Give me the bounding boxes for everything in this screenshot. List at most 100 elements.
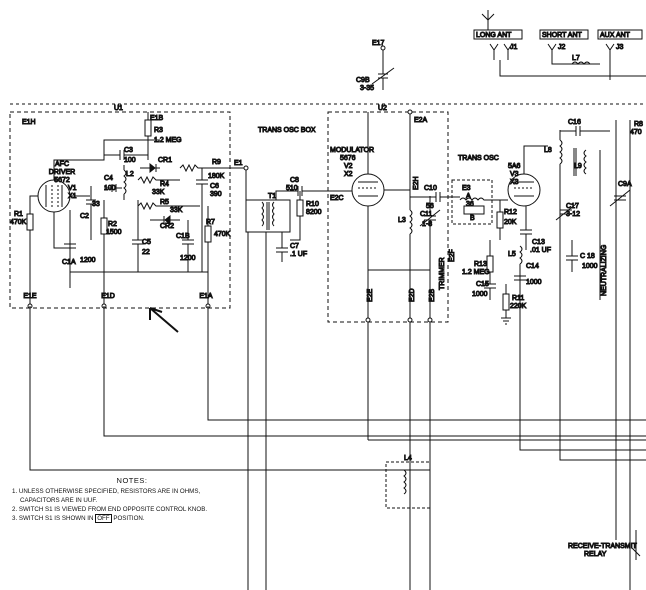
label-c16: C16 bbox=[568, 119, 581, 126]
label-c18-val: 1000 bbox=[582, 263, 598, 270]
label-r5: R5 bbox=[160, 199, 169, 206]
label-e1b: E1B bbox=[150, 115, 164, 122]
label-c7: C7 bbox=[290, 243, 299, 250]
label-cr2: CR2 bbox=[160, 223, 174, 230]
label-j1: J1 bbox=[510, 44, 518, 51]
label-r9-val: 180K bbox=[208, 173, 225, 180]
label-driver: DRIVER bbox=[49, 169, 75, 176]
cr1-diode bbox=[140, 162, 160, 174]
label-e2f: E2F bbox=[449, 249, 456, 262]
r10-resistor bbox=[296, 199, 304, 217]
label-u1: U1 bbox=[114, 105, 123, 112]
label-c14: C14 bbox=[526, 263, 539, 270]
label-e2e: E2E bbox=[367, 288, 374, 302]
label-c7-val: .1 UF bbox=[290, 251, 307, 258]
label-l8: L8 bbox=[544, 147, 552, 154]
label-r13: R13 bbox=[474, 261, 487, 268]
e3-coil bbox=[459, 197, 500, 201]
label-l3: L3 bbox=[398, 217, 406, 224]
label-r8-val: 470 bbox=[630, 129, 642, 136]
u1-module-box bbox=[9, 111, 231, 309]
label-c3-val: 100 bbox=[124, 157, 136, 164]
label-c18: C 18 bbox=[580, 253, 595, 260]
label-r12: R12 bbox=[504, 209, 517, 216]
label-short-ant: SHORT ANT bbox=[542, 32, 583, 39]
label-e17: E17 bbox=[372, 40, 385, 47]
l8-coil bbox=[559, 139, 563, 165]
label-c9b: C9B bbox=[356, 77, 370, 84]
label-e3: E3 bbox=[462, 185, 471, 192]
label-cr1: CR1 bbox=[158, 157, 172, 164]
label-afc: AFC bbox=[55, 161, 69, 168]
label-c1b: C1B bbox=[176, 233, 190, 240]
label-v3-type: 5A6 bbox=[508, 163, 521, 170]
label-r11-val: 220K bbox=[510, 303, 527, 310]
label-e2c: E2C bbox=[330, 195, 344, 202]
label-c11: C11 bbox=[420, 211, 432, 218]
label-e3-a: A bbox=[466, 193, 471, 200]
l3-coil bbox=[409, 209, 413, 235]
label-l5: L5 bbox=[508, 251, 516, 258]
label-v3-x: X3 bbox=[510, 179, 519, 186]
label-c13: C13 bbox=[532, 239, 545, 246]
u2-module-box bbox=[327, 111, 449, 323]
l4-dashed-box bbox=[385, 461, 431, 509]
label-l9: L9 bbox=[574, 163, 582, 170]
label-e3-val: 36 bbox=[466, 201, 474, 208]
label-c1a: C1A bbox=[62, 259, 76, 266]
label-v3: V3 bbox=[510, 171, 519, 178]
long-ant-box bbox=[473, 29, 523, 40]
e3-dashed-box bbox=[451, 179, 493, 225]
label-c10-val: 56 bbox=[426, 203, 434, 210]
label-c1b-val: 1200 bbox=[180, 255, 196, 262]
aux-ant-box bbox=[597, 29, 643, 40]
label-e2h: E2H bbox=[413, 176, 420, 190]
label-c5-val: 22 bbox=[142, 249, 150, 256]
label-l7: L7 bbox=[572, 55, 580, 62]
label-c15-val: 1000 bbox=[472, 291, 488, 298]
label-c2-val: 33 bbox=[92, 201, 100, 208]
label-c3: C3 bbox=[124, 147, 133, 154]
label-r1: R1 bbox=[14, 211, 23, 218]
label-c11-val: 1-8 bbox=[422, 221, 432, 228]
label-r5-val: 33K bbox=[170, 207, 183, 214]
label-c9a: C9A bbox=[618, 181, 632, 188]
label-e3-b: B bbox=[470, 215, 475, 222]
label-r10-val: 8200 bbox=[306, 209, 322, 216]
label-c13-val: .01 UF bbox=[530, 247, 551, 254]
r1-resistor bbox=[26, 213, 34, 231]
label-c6: C6 bbox=[210, 183, 219, 190]
label-e1e: E1E bbox=[23, 293, 37, 300]
label-r7-val: 470K bbox=[214, 231, 231, 238]
annotation-arrow bbox=[149, 307, 179, 333]
notes-block: NOTES: 1. UNLESS OTHERWISE SPECIFIED, RE… bbox=[12, 476, 252, 523]
label-r2-val: 1500 bbox=[106, 229, 122, 236]
label-u2: U2 bbox=[378, 105, 387, 112]
l2-coil bbox=[123, 169, 127, 195]
label-j3: J3 bbox=[616, 44, 624, 51]
label-v1-type: 5672 bbox=[54, 177, 70, 184]
note-3: 3. SWITCH S1 IS SHOWN IN OFF POSITION. bbox=[12, 514, 252, 523]
notes-title: NOTES: bbox=[116, 476, 148, 485]
label-c4-val: 100 bbox=[104, 185, 116, 192]
label-r8: R8 bbox=[634, 121, 643, 128]
note-3-start: 3. SWITCH S1 IS SHOWN IN bbox=[12, 515, 94, 522]
r4-resistor bbox=[137, 175, 180, 185]
label-r9: R9 bbox=[212, 159, 221, 166]
note-3-off: OFF bbox=[95, 514, 112, 523]
label-v1: V1 bbox=[68, 185, 77, 192]
label-r12-val: 20K bbox=[504, 219, 517, 226]
label-r1-val: 470K bbox=[10, 219, 27, 226]
short-ant-box bbox=[539, 29, 589, 40]
label-v2: V2 bbox=[344, 163, 353, 170]
label-r11: R11 bbox=[512, 295, 524, 302]
label-r7: R7 bbox=[206, 219, 215, 226]
label-l2: L2 bbox=[126, 171, 134, 178]
label-l4: L4 bbox=[404, 455, 412, 462]
label-r10: R10 bbox=[306, 201, 319, 208]
t1-transformer bbox=[245, 199, 291, 233]
label-r4-val: 33K bbox=[152, 189, 165, 196]
label-trans-osc-box: TRANS OSC BOX bbox=[258, 127, 316, 134]
